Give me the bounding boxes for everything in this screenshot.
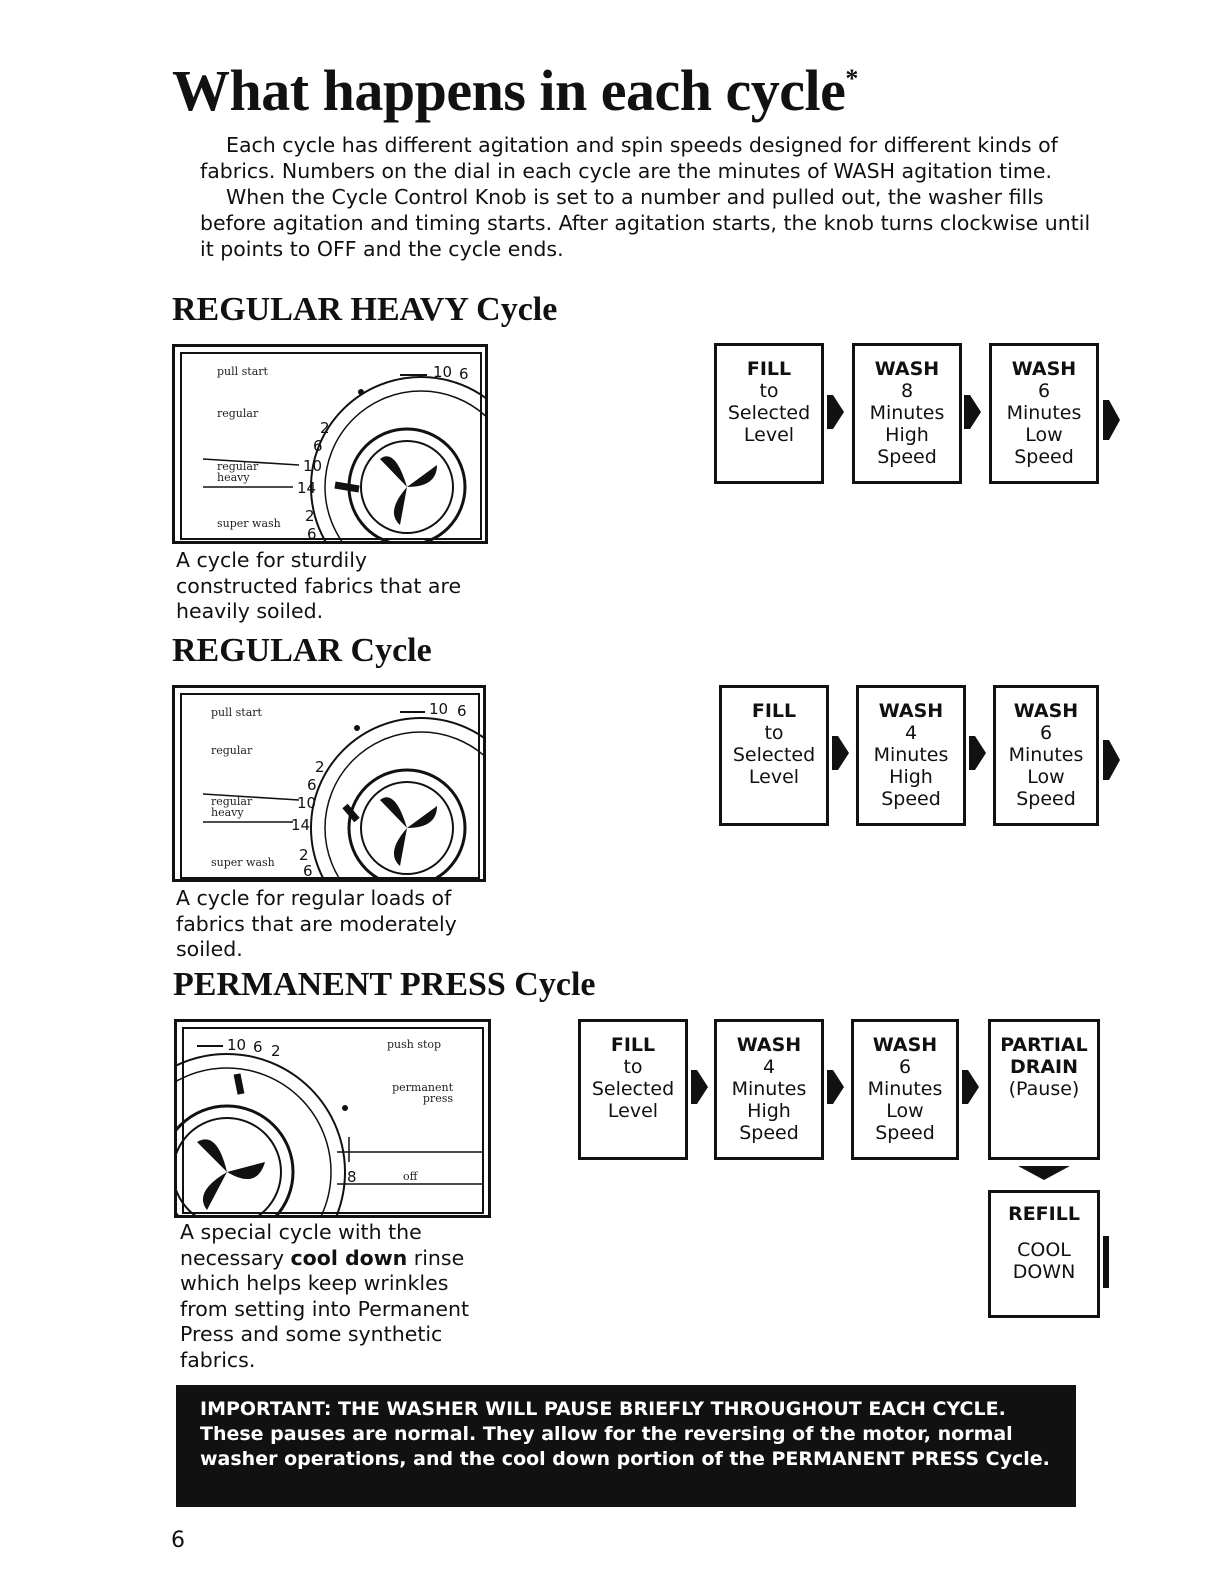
label-super-wash: super wash xyxy=(217,517,281,530)
step-fill-regular-heavy: FILL to Selected Level xyxy=(714,343,824,484)
arrow-right-icon xyxy=(697,1070,708,1104)
dial-knob-graphic xyxy=(180,352,485,541)
end-marker-icon xyxy=(1103,1236,1109,1288)
step-wash-low-regular: WASH 6 Minutes Low Speed xyxy=(993,685,1099,826)
page-number: 6 xyxy=(171,1528,185,1553)
arrow-down-icon xyxy=(1018,1166,1070,1180)
important-notice: IMPORTANT: THE WASHER WILL PAUSE BRIEFLY… xyxy=(176,1385,1076,1507)
step-wash-high-permanent-press: WASH 4 Minutes High Speed xyxy=(714,1019,824,1160)
arrow-right-icon xyxy=(970,395,981,429)
arrow-right-icon xyxy=(833,395,844,429)
arrow-right-icon xyxy=(968,1070,979,1104)
section-title-regular-heavy: REGULAR HEAVY Cycle xyxy=(172,291,558,328)
intro-paragraph-1: Each cycle has different agitation and s… xyxy=(200,133,1058,183)
arrow-right-icon xyxy=(1109,740,1120,780)
description-permanent-press: A special cycle with the necessary cool … xyxy=(180,1220,470,1372)
intro-text: Each cycle has different agitation and s… xyxy=(200,132,1100,262)
arrow-right-icon xyxy=(838,736,849,770)
arrow-right-icon xyxy=(1109,400,1120,440)
section-title-permanent-press: PERMANENT PRESS Cycle xyxy=(173,966,596,1003)
step-wash-low-permanent-press: WASH 6 Minutes Low Speed xyxy=(851,1019,959,1160)
step-partial-drain: PARTIAL DRAIN (Pause) xyxy=(988,1019,1100,1160)
label-push-stop: push stop xyxy=(387,1038,442,1051)
intro-paragraph-2: When the Cycle Control Knob is set to a … xyxy=(200,185,1091,261)
step-wash-high-regular: WASH 4 Minutes High Speed xyxy=(856,685,966,826)
step-fill-permanent-press: FILL to Selected Level xyxy=(578,1019,688,1160)
label-off: off xyxy=(403,1170,418,1183)
label-pull-start: pull start xyxy=(217,365,268,378)
arrow-right-icon xyxy=(975,736,986,770)
dial-knob-graphic xyxy=(180,693,483,879)
page-title: What happens in each cycle* xyxy=(172,58,858,123)
cool-down-emphasis: cool down xyxy=(290,1245,408,1270)
section-title-regular: REGULAR Cycle xyxy=(172,632,432,669)
description-regular: A cycle for regular loads of fabrics tha… xyxy=(176,886,457,961)
step-fill-regular: FILL to Selected Level xyxy=(719,685,829,826)
step-wash-low-regular-heavy: WASH 6 Minutes Low Speed xyxy=(989,343,1099,484)
description-regular-heavy: A cycle for sturdily constructed fabrics… xyxy=(176,548,462,623)
label-regular: regular xyxy=(217,407,259,420)
label-super-wash: super wash xyxy=(211,856,275,869)
arrow-right-icon xyxy=(833,1070,844,1104)
label-pull-start: pull start xyxy=(211,706,262,719)
label-regular: regular xyxy=(211,744,253,757)
step-refill-cool-down: REFILL COOL DOWN xyxy=(988,1190,1100,1318)
step-wash-high-regular-heavy: WASH 8 Minutes High Speed xyxy=(852,343,962,484)
footnote-mark: * xyxy=(845,64,858,93)
dial-knob-graphic xyxy=(177,1027,484,1215)
